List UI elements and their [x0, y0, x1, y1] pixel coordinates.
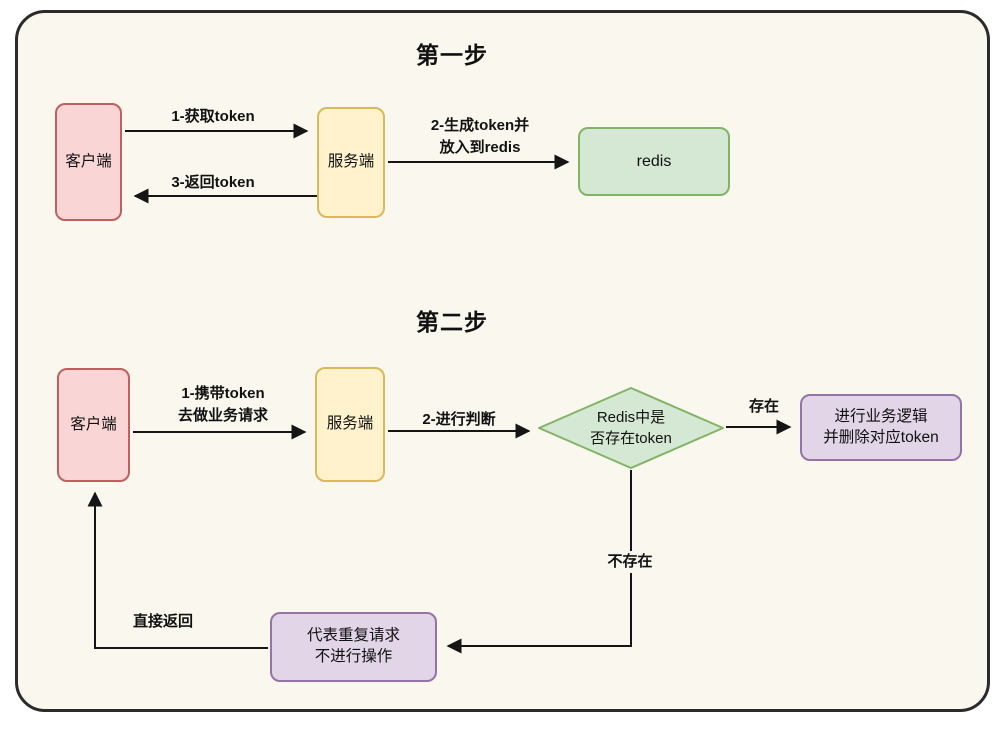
step2-client-node: 客户端	[57, 368, 130, 482]
label-return-token: 3-返回token	[171, 174, 255, 191]
label-direct-return: 直接返回	[132, 613, 194, 630]
label-carry-token: 1-携带token 去做业务请求	[177, 385, 269, 424]
arrow-step2-diamond-to-repeat	[446, 470, 632, 654]
arrow-step2-repeat-to-client	[87, 491, 268, 649]
step1-redis-node: redis	[578, 127, 730, 196]
label-judge: 2-进行判断	[422, 411, 496, 428]
diagram-frame	[15, 10, 990, 712]
step2-title: 第二步	[416, 309, 488, 335]
label-not-exists: 不存在	[603, 551, 657, 573]
step1-server-node: 服务端	[317, 107, 385, 218]
step1-client-node: 客户端	[55, 103, 122, 221]
label-exists: 存在	[748, 398, 780, 415]
step2-server-node: 服务端	[315, 367, 385, 482]
step2-repeat-node: 代表重复请求 不进行操作	[270, 612, 437, 682]
label-gen-token: 2-生成token并 放入到redis	[430, 117, 530, 156]
step2-logic-node: 进行业务逻辑 并删除对应token	[800, 394, 962, 461]
label-get-token: 1-获取token	[171, 108, 255, 125]
decision-diamond-shape	[538, 387, 724, 469]
decision-diamond-label: Redis中是 否存在token	[590, 409, 672, 447]
step1-title: 第一步	[416, 42, 488, 68]
